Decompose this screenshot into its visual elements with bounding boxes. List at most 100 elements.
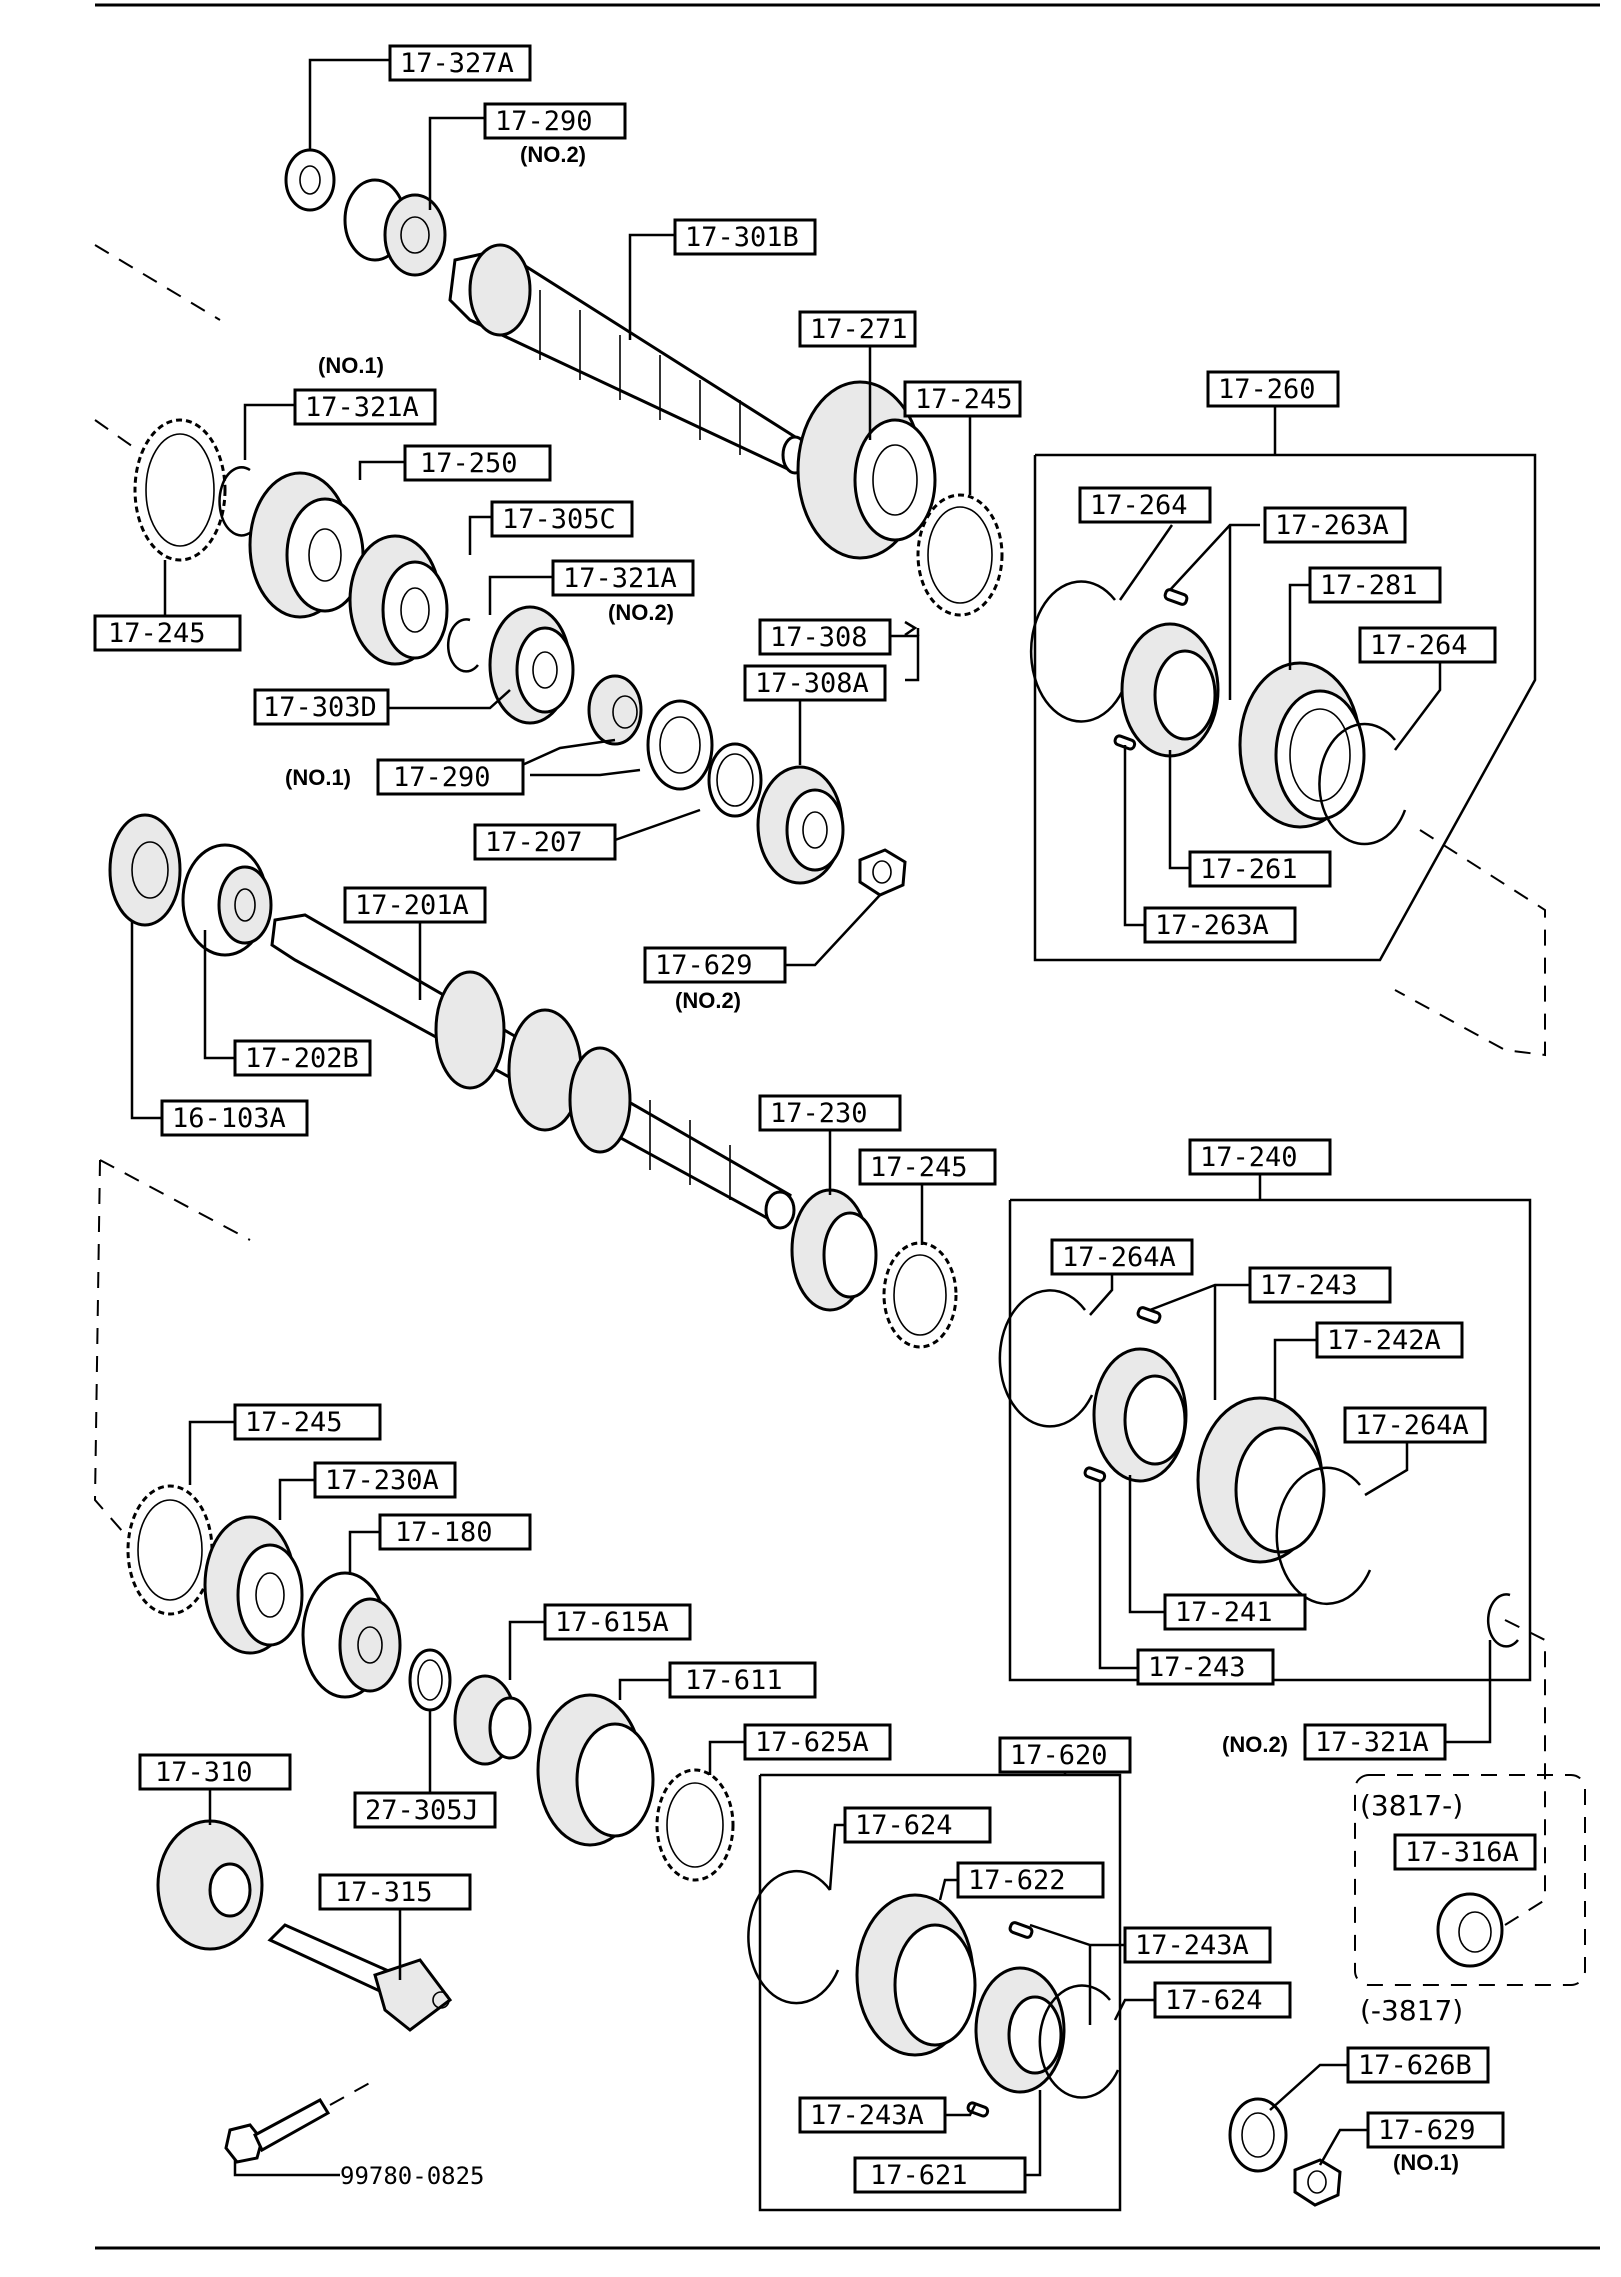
svg-text:17-241: 17-241 [1175, 1597, 1273, 1628]
svg-text:17-230A: 17-230A [325, 1465, 439, 1496]
label-17-321a-b: 17-321A [551, 559, 695, 597]
svg-text:17-264: 17-264 [1090, 490, 1188, 521]
label-17-626b: 17-626B [1346, 2046, 1490, 2084]
label-17-243a-a: 17-243A [1123, 1926, 1272, 1964]
bearing-17-290-no1 [587, 674, 643, 746]
synchro-ring-17-245-a [916, 493, 1004, 617]
assembly-box-17-240 [1008, 1198, 1532, 1682]
sleeve-17-242a [1196, 1396, 1326, 1564]
svg-text:17-629: 17-629 [655, 950, 753, 981]
washer-17-207 [707, 742, 763, 818]
key-17-243a-a [1008, 1921, 1034, 1939]
phantom-line-right-2 [1504, 1619, 1546, 1926]
svg-text:17-243A: 17-243A [1135, 1930, 1249, 1961]
svg-text:17-243: 17-243 [1260, 1270, 1358, 1301]
synchro-ring-17-245-b [133, 418, 227, 562]
label-17-201a: 17-201A [343, 886, 487, 924]
phantom-line-right-1 [1394, 829, 1546, 1057]
svg-text:17-245: 17-245 [915, 384, 1013, 415]
snap-ring-17-321a-no1 [218, 466, 262, 537]
svg-text:17-263A: 17-263A [1155, 910, 1269, 941]
label-17-303d: 17-303D [253, 688, 390, 726]
svg-text:17-281: 17-281 [1320, 570, 1418, 601]
note-321a-no2: (NO.2) [608, 600, 674, 625]
gear-17-271 [796, 380, 937, 560]
label-17-327a: 17-327A [388, 44, 532, 82]
label-17-245-b: 17-245 [93, 614, 242, 652]
label-16-103a: 16-103A [160, 1099, 309, 1137]
label-17-264a-b: 17-264A [1343, 1406, 1487, 1444]
label-17-310: 17-310 [138, 1753, 292, 1791]
label-17-180: 17-180 [378, 1513, 532, 1551]
label-17-243-b: 17-243 [1136, 1648, 1275, 1686]
label-17-315: 17-315 [318, 1873, 472, 1911]
countershaft-17-201a [270, 913, 796, 1230]
note-629-no1: (NO.1) [1393, 2150, 1459, 2175]
svg-text:17-303D: 17-303D [263, 692, 377, 723]
key-17-243a-b [966, 2101, 990, 2118]
spacer-17-308 [646, 699, 714, 791]
range-to-3817: (-3817) [1360, 1994, 1463, 2027]
gear-17-310 [156, 1819, 264, 1951]
svg-text:17-261: 17-261 [1200, 854, 1298, 885]
svg-text:17-202B: 17-202B [245, 1043, 359, 1074]
gear-17-305c [348, 534, 449, 666]
label-17-624-b: 17-624 [1153, 1981, 1292, 2019]
label-17-308a: 17-308A [743, 664, 887, 702]
svg-text:17-620: 17-620 [1010, 1740, 1108, 1771]
svg-text:17-615A: 17-615A [555, 1607, 669, 1638]
needle-bearing-17-615a [453, 1674, 532, 1766]
label-17-625a: 17-625A [743, 1723, 892, 1761]
sleeve-17-622 [855, 1893, 977, 2057]
spring-17-624-a [747, 1869, 840, 2005]
key-17-243-a [1136, 1306, 1162, 1324]
label-17-243-a: 17-243 [1248, 1266, 1392, 1304]
svg-text:17-624: 17-624 [1165, 1985, 1263, 2016]
svg-text:17-626B: 17-626B [1358, 2050, 1472, 2081]
svg-text:17-264A: 17-264A [1355, 1410, 1469, 1441]
key-17-243-b [1083, 1466, 1107, 1483]
arrow-308 [904, 620, 920, 637]
svg-text:17-243: 17-243 [1148, 1652, 1246, 1683]
svg-text:17-250: 17-250 [420, 448, 518, 479]
gear-17-303d [488, 605, 575, 725]
label-17-264-b: 17-264 [1358, 626, 1497, 664]
label-17-321a-c: 17-321A [1303, 1723, 1447, 1761]
spring-17-264-b [1318, 722, 1407, 846]
seal-17-316a [1436, 1892, 1504, 1968]
label-17-271: 17-271 [798, 310, 917, 348]
spring-17-264a-a [998, 1289, 1094, 1428]
svg-text:17-263A: 17-263A [1275, 510, 1389, 541]
svg-text:17-290: 17-290 [393, 762, 491, 793]
shaft-17-315 [267, 1923, 453, 2032]
gear-17-230 [790, 1188, 878, 1312]
nut-17-629-no2 [858, 848, 907, 897]
svg-text:27-305J: 27-305J [365, 1795, 479, 1826]
label-17-316a: 17-316A [1393, 1833, 1537, 1871]
hub-17-241 [1092, 1347, 1188, 1483]
svg-text:17-201A: 17-201A [355, 890, 469, 921]
assembly-box-17-260 [1033, 453, 1537, 962]
bearing-17-180 [301, 1571, 402, 1699]
note-321a-c-no2: (NO.2) [1222, 1732, 1288, 1757]
svg-text:17-321A: 17-321A [1315, 1727, 1429, 1758]
sleeve-17-281 [1238, 661, 1366, 829]
label-27-305j: 27-305J [353, 1791, 497, 1829]
note-321a-no1: (NO.1) [318, 353, 384, 378]
label-17-621: 17-621 [853, 2156, 1027, 2194]
synchro-ring-17-245-c [882, 1241, 958, 1349]
svg-text:17-327A: 17-327A [400, 48, 514, 79]
label-17-308: 17-308 [758, 618, 892, 656]
label-17-245-a: 17-245 [903, 380, 1022, 418]
label-17-620: 17-620 [998, 1736, 1132, 1774]
label-99780-0825: 99780-0825 [340, 2162, 485, 2190]
svg-text:17-624: 17-624 [855, 1810, 953, 1841]
svg-text:17-625A: 17-625A [755, 1727, 869, 1758]
label-17-629-top: 17-629 [643, 946, 787, 984]
svg-text:17-622: 17-622 [968, 1865, 1066, 1896]
svg-text:17-290: 17-290 [495, 106, 593, 137]
synchro-ring-17-245-d [126, 1484, 214, 1616]
label-17-207: 17-207 [473, 823, 617, 861]
hub-17-621 [974, 1966, 1066, 2094]
svg-text:17-271: 17-271 [810, 314, 908, 345]
